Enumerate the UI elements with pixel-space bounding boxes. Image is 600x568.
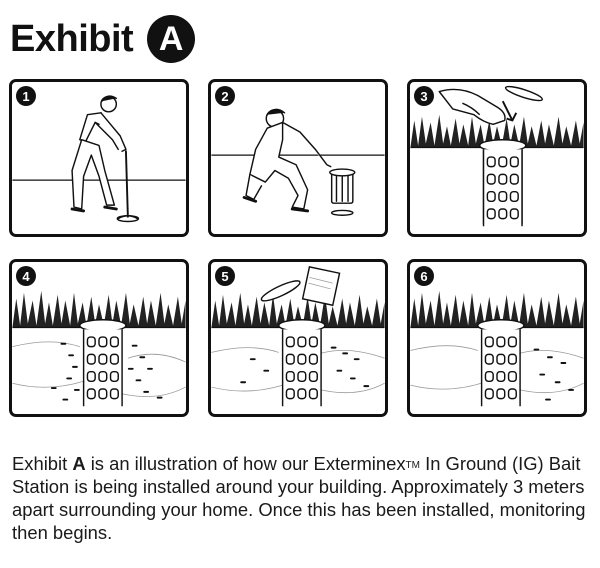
step-4-panel: 4 — [9, 259, 189, 417]
person-crouching-illustration — [211, 108, 385, 216]
step-1-panel: 1 — [9, 79, 189, 237]
exhibit-letter-badge: A — [147, 15, 196, 63]
caption-lead: Exhibit — [12, 453, 73, 474]
step-number: 6 — [414, 266, 434, 286]
station-with-termites-illustration — [12, 290, 186, 407]
step-2-panel: 2 — [208, 79, 388, 237]
exhibit-title-text: Exhibit — [10, 18, 134, 60]
step-5-panel: 5 — [208, 259, 388, 417]
step-number: 4 — [16, 266, 36, 286]
caption-text-part1: is an illustration of how our Exterminex — [85, 453, 406, 474]
caption-exhibit-letter: A — [72, 453, 86, 474]
station-monitoring-illustration — [410, 290, 584, 407]
step-3-panel: 3 — [407, 79, 587, 237]
station-bait-packet-illustration — [211, 265, 385, 407]
step-number: 2 — [215, 86, 235, 106]
step-6-panel: 6 — [407, 259, 587, 417]
exhibit-title: Exhibit A — [10, 14, 196, 64]
step-number: 3 — [414, 86, 434, 106]
trademark-symbol: TM — [405, 460, 420, 471]
exhibit-description: Exhibit A is an illustration of how our … — [12, 452, 592, 544]
hand-placing-station-illustration — [410, 85, 584, 227]
step-number: 5 — [215, 266, 235, 286]
person-digging-illustration — [12, 95, 186, 223]
step-number: 1 — [16, 86, 36, 106]
caption-text-part2: In Ground (IG) Bait Station is being ins… — [12, 453, 586, 543]
